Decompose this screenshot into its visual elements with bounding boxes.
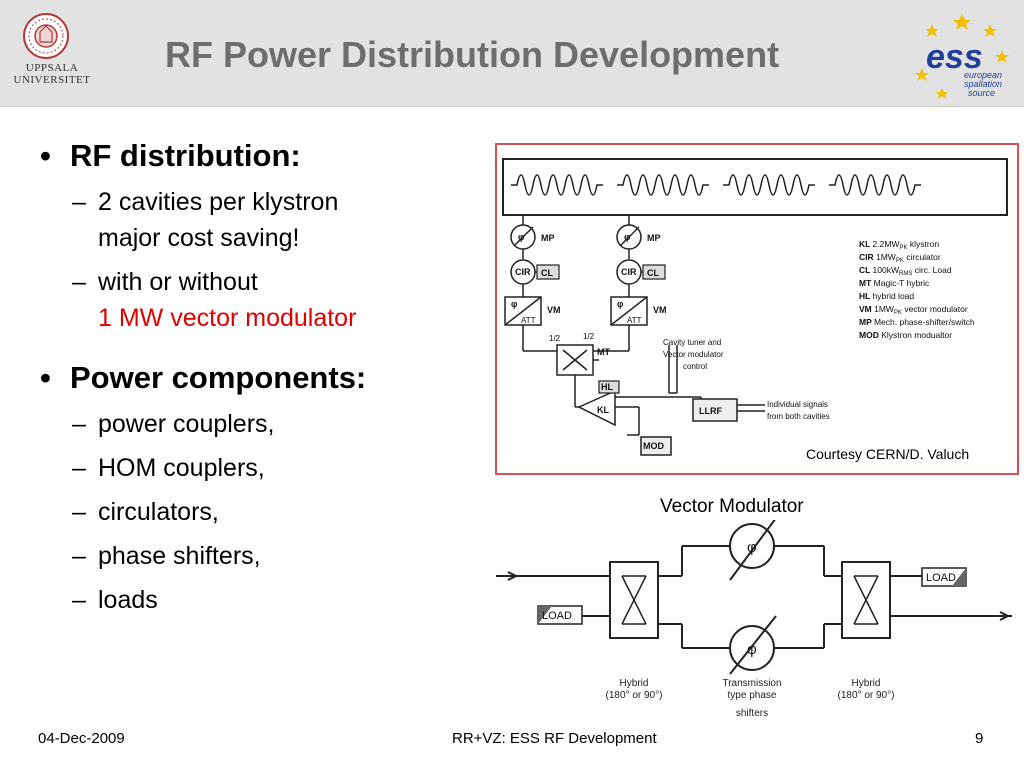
svg-text:VM: VM	[547, 305, 561, 315]
page-number: 9	[975, 730, 984, 747]
footer-date: 04-Dec-2009	[38, 730, 125, 747]
svg-text:CL: CL	[647, 268, 659, 278]
sub-bullet-circulators: –circulators,	[72, 498, 219, 526]
bullet-rf-distribution: •RF distribution:	[40, 138, 301, 173]
legend-entry: MT Magic-T hybric	[859, 278, 930, 288]
svg-text:source: source	[968, 88, 995, 98]
svg-text:CL: CL	[541, 268, 553, 278]
svg-text:(180° or 90°): (180° or 90°)	[606, 690, 663, 701]
svg-text:KL: KL	[597, 405, 609, 415]
cavity-cells	[511, 174, 921, 196]
svg-text:HL: HL	[601, 382, 613, 392]
ess-logo: ess european spallation source	[915, 14, 1009, 99]
legend-entry: MOD Klystron modualtor	[859, 330, 952, 340]
rf-distribution-diagram: φ φ MP MP CIR CIR CL CL VM VM φ φ MT HL …	[495, 143, 1019, 475]
svg-text:type phase: type phase	[728, 690, 777, 701]
svg-text:MT: MT	[597, 347, 610, 357]
svg-text:CIR: CIR	[515, 267, 531, 277]
sub-bullet-phase-shifters: –phase shifters,	[72, 542, 261, 570]
svg-text:LOAD: LOAD	[926, 572, 956, 584]
svg-text:φ: φ	[747, 641, 757, 658]
bullet-list: •RF distribution: –2 cavities per klystr…	[40, 138, 470, 626]
legend-entry: MP Mech. phase-shifter/switch	[859, 317, 975, 327]
legend-entry: VM 1MWPK vector modulator	[859, 304, 968, 316]
courtesy-caption: Courtesy CERN/D. Valuch	[806, 446, 970, 462]
svg-text:Cavity tuner and: Cavity tuner and	[663, 338, 721, 347]
svg-text:LLRF: LLRF	[699, 406, 722, 416]
svg-text:Hybrid: Hybrid	[852, 678, 881, 689]
legend-entry: CL 100kWRMS circ. Load	[859, 265, 952, 277]
svg-text:ATT: ATT	[521, 316, 536, 325]
svg-text:1/2: 1/2	[549, 334, 561, 343]
sub-bullet-loads: –loads	[72, 586, 158, 614]
svg-text:φ: φ	[617, 299, 624, 309]
svg-text:φ: φ	[747, 539, 757, 556]
vector-modulator-schematic: LOAD LOAD φ φ Hybrid (180° or 90°) Trans…	[496, 520, 1012, 719]
svg-text:Individual signals: Individual signals	[767, 400, 828, 409]
svg-text:(180° or 90°): (180° or 90°)	[838, 690, 895, 701]
svg-text:φ: φ	[518, 232, 525, 242]
legend-entry: KL 2.2MWPK klystron	[859, 239, 939, 251]
sub-bullet-hom-couplers: –HOM couplers,	[72, 454, 265, 482]
sub-bullet-power-couplers: –power couplers,	[72, 410, 275, 438]
svg-text:european: european	[964, 70, 1002, 80]
svg-text:control: control	[683, 362, 707, 371]
legend-entry: CIR 1MWPK circulator	[859, 252, 941, 264]
diagram-legend: KL 2.2MWPK klystron CIR 1MWPK circulator…	[859, 239, 975, 340]
svg-text:CIR: CIR	[621, 267, 637, 277]
svg-text:from both cavities: from both cavities	[767, 412, 830, 421]
uppsala-university-seal-logo	[23, 13, 69, 59]
svg-text:VM: VM	[653, 305, 667, 315]
svg-text:ATT: ATT	[627, 316, 642, 325]
svg-text:MOD: MOD	[643, 441, 664, 451]
svg-text:φ: φ	[624, 232, 631, 242]
svg-text:ess: ess	[926, 38, 983, 76]
cryomodule-outline	[502, 158, 1008, 216]
svg-text:LOAD: LOAD	[542, 610, 572, 622]
svg-text:1/2: 1/2	[583, 332, 595, 341]
svg-text:Transmission: Transmission	[722, 678, 781, 689]
footer-title: RR+VZ: ESS RF Development	[452, 730, 657, 747]
svg-text:MP: MP	[541, 233, 555, 243]
bullet-power-components: •Power components:	[40, 360, 367, 395]
uppsala-logo-text: UPPSALA UNIVERSITET	[13, 62, 91, 86]
svg-text:Vector modulator: Vector modulator	[663, 350, 724, 359]
svg-text:shifters: shifters	[736, 708, 768, 719]
slide-header: UPPSALA UNIVERSITET RF Power Distributio…	[0, 0, 1024, 107]
slide-title: RF Power Distribution Development	[165, 34, 780, 75]
rf-distribution-schematic: φ φ MP MP CIR CIR CL CL VM VM φ φ MT HL …	[502, 158, 1008, 456]
svg-text:spallation: spallation	[964, 79, 1002, 89]
vector-modulator-title: Vector Modulator	[660, 496, 804, 517]
svg-text:MP: MP	[647, 233, 661, 243]
legend-entry: HL hybrid load	[859, 291, 914, 301]
svg-text:Hybrid: Hybrid	[620, 678, 649, 689]
svg-text:φ: φ	[511, 299, 518, 309]
